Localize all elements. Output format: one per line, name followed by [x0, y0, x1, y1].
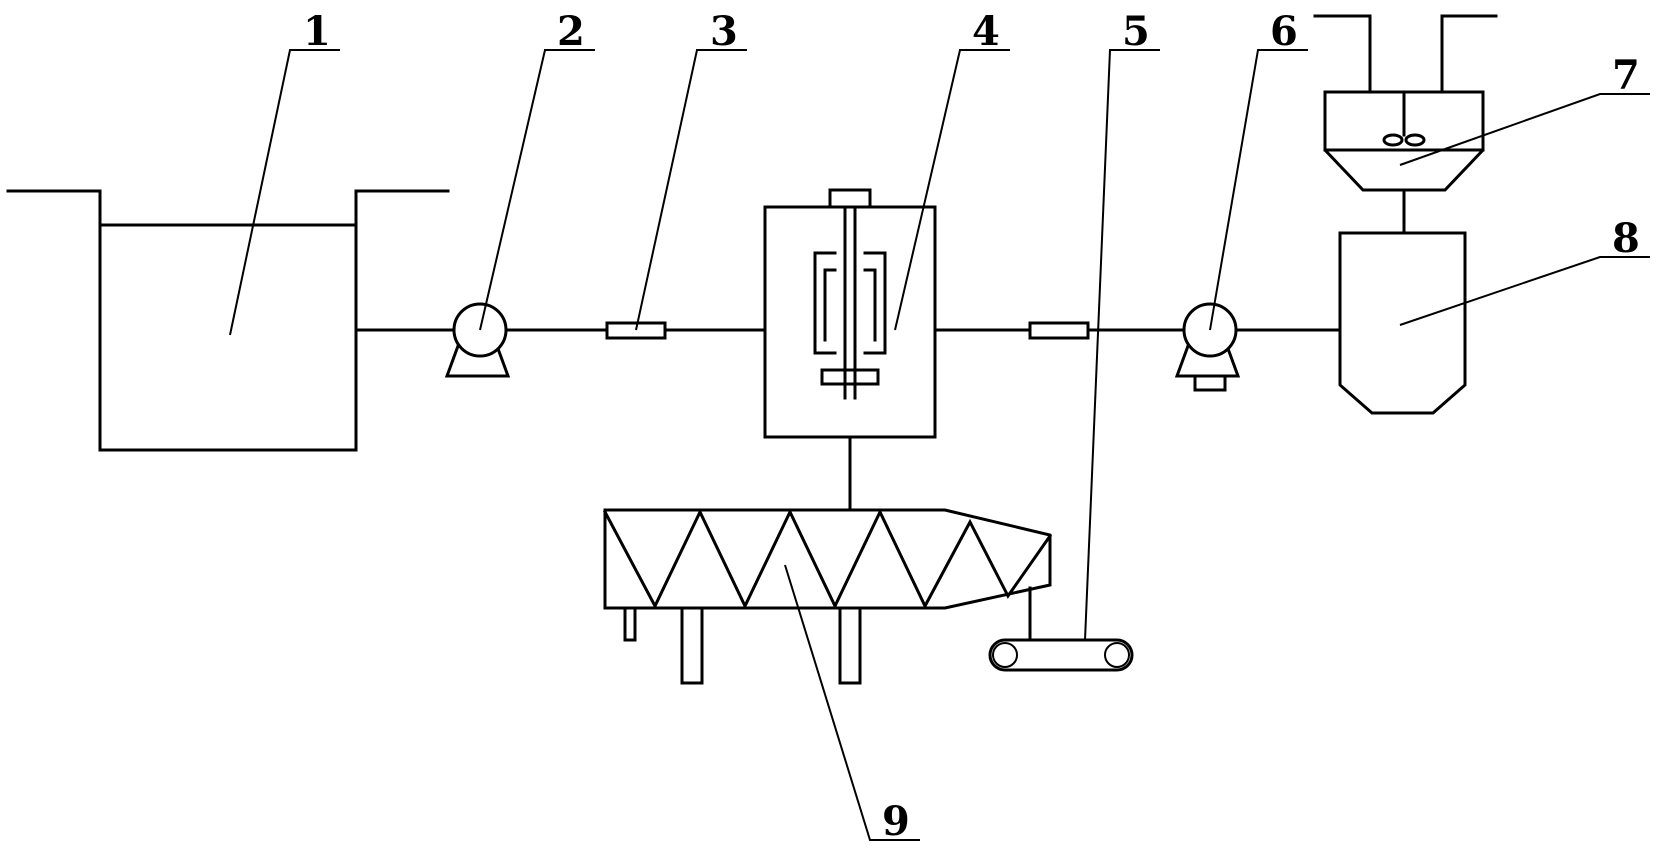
pump-2 [444, 302, 511, 378]
flowmeter-3 [605, 321, 667, 340]
label-8: 8 [1612, 215, 1640, 262]
label-7: 7 [1612, 52, 1640, 99]
label-1: 1 [303, 8, 331, 55]
label-4: 4 [972, 8, 1000, 55]
conveyor [988, 586, 1134, 672]
label-5: 5 [1122, 8, 1150, 55]
label-3: 3 [710, 8, 738, 55]
leader-lines [229, 49, 1650, 841]
reactor-4 [763, 188, 937, 439]
labels: 1 2 3 4 5 6 7 8 9 [303, 8, 1640, 845]
label-9: 9 [882, 798, 910, 845]
label-6: 6 [1270, 8, 1298, 55]
mixer-7 [1313, 14, 1498, 192]
flowmeter-5 [1028, 321, 1090, 340]
tank-1 [6, 189, 450, 452]
screw-press-9 [602, 508, 1053, 685]
pump-6 [1174, 302, 1241, 392]
tank-8 [1338, 231, 1467, 415]
label-2: 2 [557, 8, 585, 55]
